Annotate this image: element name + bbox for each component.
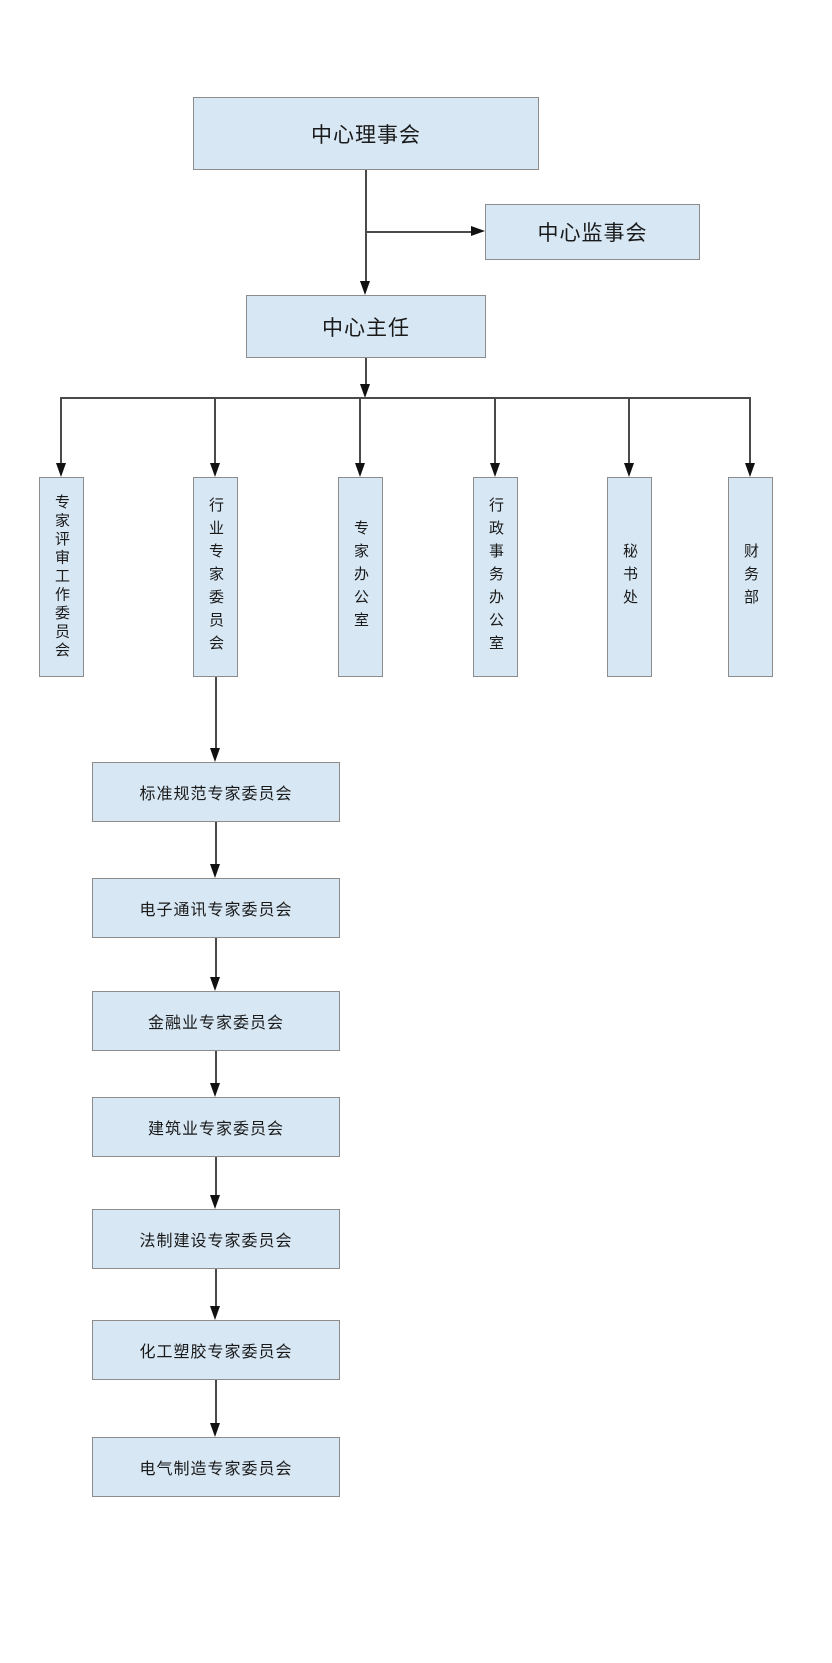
edge-chain-6-line — [215, 1380, 217, 1423]
edge-chain-1-arrowhead — [210, 864, 220, 878]
edge-dept-2-arrowhead — [210, 463, 220, 477]
edge-board-director-line — [365, 170, 367, 282]
node-director[interactable]: 中心主任 — [246, 295, 486, 358]
edge-industry-committee-1-line — [215, 677, 217, 748]
edge-director-bus-line — [365, 358, 367, 385]
node-dept-admin-affairs-office[interactable]: 行政事务办公室 — [473, 477, 518, 677]
dept-label: 专家办公室 — [352, 519, 369, 635]
dept-label: 秘书处 — [621, 542, 638, 612]
dept-label: 行政事务办公室 — [487, 496, 504, 658]
edge-chain-6-arrowhead — [210, 1423, 220, 1437]
node-supervisory-board[interactable]: 中心监事会 — [485, 204, 700, 260]
edge-dept-2-line — [214, 397, 216, 463]
edge-dept-5-arrowhead — [624, 463, 634, 477]
edge-dept-3-line — [359, 397, 361, 463]
dept-label: 行业专家委员会 — [207, 496, 224, 658]
edge-dept-1-line — [60, 397, 62, 463]
edge-board-supervisory-line — [366, 231, 471, 233]
node-dept-expert-office[interactable]: 专家办公室 — [338, 477, 383, 677]
edge-industry-committee-1-arrowhead — [210, 748, 220, 762]
distribution-bus-line — [61, 397, 751, 399]
node-board[interactable]: 中心理事会 — [193, 97, 539, 170]
edge-dept-5-line — [628, 397, 630, 463]
edge-chain-2-line — [215, 938, 217, 977]
edge-dept-6-line — [749, 397, 751, 463]
edge-chain-3-line — [215, 1051, 217, 1083]
edge-director-bus-arrowhead — [360, 384, 370, 398]
edge-chain-4-arrowhead — [210, 1195, 220, 1209]
node-committee-electrical-manufacturing[interactable]: 电气制造专家委员会 — [92, 1437, 340, 1497]
edge-chain-4-line — [215, 1157, 217, 1195]
edge-chain-5-arrowhead — [210, 1306, 220, 1320]
node-committee-standards[interactable]: 标准规范专家委员会 — [92, 762, 340, 822]
node-committee-chemical-plastics[interactable]: 化工塑胶专家委员会 — [92, 1320, 340, 1380]
node-committee-telecom[interactable]: 电子通讯专家委员会 — [92, 878, 340, 938]
edge-dept-4-arrowhead — [490, 463, 500, 477]
node-dept-secretariat[interactable]: 秘书处 — [607, 477, 652, 677]
edge-chain-3-arrowhead — [210, 1083, 220, 1097]
edge-chain-5-line — [215, 1269, 217, 1306]
edge-dept-1-arrowhead — [56, 463, 66, 477]
node-dept-finance[interactable]: 财务部 — [728, 477, 773, 677]
edge-dept-3-arrowhead — [355, 463, 365, 477]
edge-dept-4-line — [494, 397, 496, 463]
edge-board-director-arrowhead — [360, 281, 370, 295]
node-committee-finance-industry[interactable]: 金融业专家委员会 — [92, 991, 340, 1051]
dept-label: 专家评审工作委员会 — [53, 493, 70, 661]
node-committee-legal[interactable]: 法制建设专家委员会 — [92, 1209, 340, 1269]
edge-chain-2-arrowhead — [210, 977, 220, 991]
node-dept-industry-expert-committee[interactable]: 行业专家委员会 — [193, 477, 238, 677]
node-committee-construction[interactable]: 建筑业专家委员会 — [92, 1097, 340, 1157]
edge-chain-1-line — [215, 822, 217, 864]
node-dept-expert-review-committee[interactable]: 专家评审工作委员会 — [39, 477, 84, 677]
edge-board-supervisory-arrowhead — [471, 226, 485, 236]
dept-label: 财务部 — [742, 542, 759, 612]
edge-dept-6-arrowhead — [745, 463, 755, 477]
